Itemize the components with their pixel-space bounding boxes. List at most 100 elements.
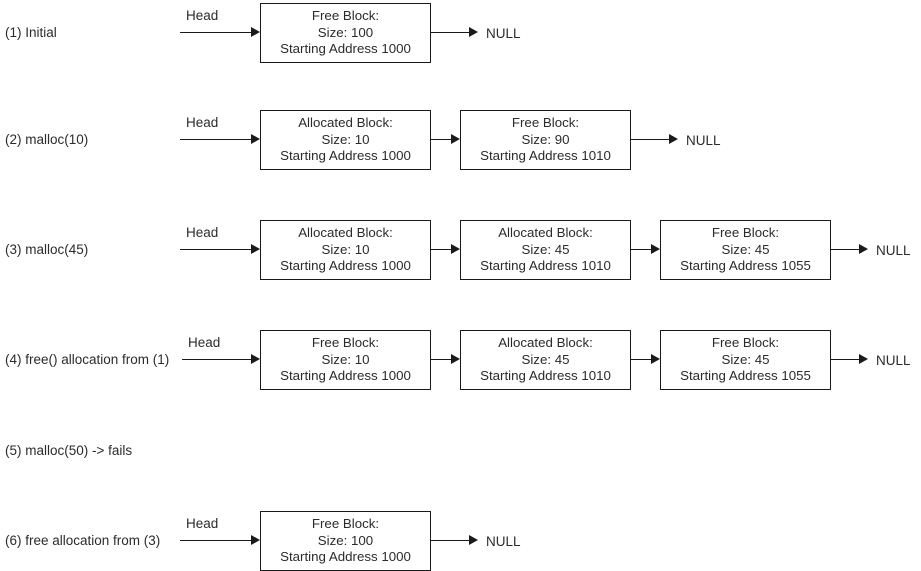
arrowhead-icon [669,134,678,145]
block-kind-text: Free Block: [311,335,380,351]
block-kind-text: Free Block: [711,335,780,351]
arrowhead-icon [469,535,478,546]
null-label: NULL [686,132,721,148]
arrow-line [431,540,470,541]
block-address-text: Starting Address 1010 [480,148,611,164]
step-label: (4) free() allocation from (1) [5,351,170,367]
block-kind-text: Free Block: [711,225,780,241]
block-kind-text: Allocated Block: [498,225,593,241]
head-arrow-line [180,540,252,541]
block-size-text: Size: 100 [317,532,374,548]
head-arrow-line [180,139,252,140]
block-kind-text: Allocated Block: [498,335,593,351]
diagram-row-5: (5) malloc(50) -> fails [0,421,921,481]
block-kind-text: Free Block: [511,115,580,131]
null-terminator-arrow [431,3,478,63]
block-address-text: Starting Address 1000 [280,368,411,384]
null-terminator-arrow [631,110,678,170]
arrowhead-icon [859,354,868,365]
block-size-text: Size: 10 [321,241,370,257]
diagram-row-4: (4) free() allocation from (1) Head Free B… [0,330,921,390]
block-kind-text: Allocated Block: [298,115,393,131]
head-arrowhead-icon [251,134,260,145]
block-kind-text: Free Block: [311,8,380,24]
step-label: (1) Initial [5,24,57,40]
null-label: NULL [486,533,521,549]
head-label: Head [188,335,221,350]
head-pointer [180,511,260,571]
arrow-line [631,359,652,360]
head-arrowhead-icon [251,535,260,546]
arrow-line [431,249,452,250]
head-label: Head [186,115,219,130]
step-label: (2) malloc(10) [5,131,89,147]
null-terminator-arrow [831,330,868,390]
arrow-line [831,359,860,360]
head-label: Head [186,8,219,23]
block-address-text: Starting Address 1000 [280,549,411,565]
diagram-row-2: (2) malloc(10) Head Allocated Block:Size: … [0,110,921,170]
arrowhead-icon [451,134,460,145]
block-size-text: Size: 10 [321,131,370,147]
block-size-text: Size: 45 [721,241,770,257]
head-label: Head [186,225,219,240]
block-size-text: Size: 45 [721,351,770,367]
arrow-line [431,32,470,33]
step-label: (5) malloc(50) -> fails [5,442,133,458]
step-label: (3) malloc(45) [5,241,89,257]
next-pointer-arrow [431,330,460,390]
head-arrowhead-icon [251,354,260,365]
null-label: NULL [486,25,521,41]
block-kind-text: Allocated Block: [298,225,393,241]
arrowhead-icon [451,244,460,255]
block-kind-text: Free Block: [311,516,380,532]
arrow-line [631,249,652,250]
next-pointer-arrow [431,220,460,280]
null-terminator-arrow [831,220,868,280]
arrow-line [631,139,670,140]
step-label: (6) free allocation from (3) [5,532,161,548]
arrowhead-icon [859,244,868,255]
head-arrow-line [180,249,252,250]
block-address-text: Starting Address 1000 [280,41,411,57]
head-arrowhead-icon [251,27,260,38]
block-address-text: Starting Address 1000 [280,148,411,164]
null-terminator-arrow [431,511,478,571]
next-pointer-arrow [631,220,660,280]
head-label: Head [186,516,219,531]
block-size-text: Size: 100 [317,24,374,40]
arrowhead-icon [651,244,660,255]
block-size-text: Size: 45 [521,241,570,257]
head-arrow-line [180,32,252,33]
head-pointer [180,110,260,170]
block-address-text: Starting Address 1055 [680,258,811,274]
head-pointer [182,330,260,390]
head-arrow-line [182,359,252,360]
head-arrowhead-icon [251,244,260,255]
head-pointer [180,3,260,63]
arrow-line [831,249,860,250]
block-address-text: Starting Address 1055 [680,368,811,384]
block-size-text: Size: 45 [521,351,570,367]
arrow-line [431,139,452,140]
null-label: NULL [876,242,911,258]
arrowhead-icon [469,27,478,38]
block-address-text: Starting Address 1010 [480,258,611,274]
next-pointer-arrow [631,330,660,390]
block-size-text: Size: 10 [321,351,370,367]
diagram-row-6: (6) free allocation from (3) Head Free Blo… [0,511,921,571]
next-pointer-arrow [431,110,460,170]
